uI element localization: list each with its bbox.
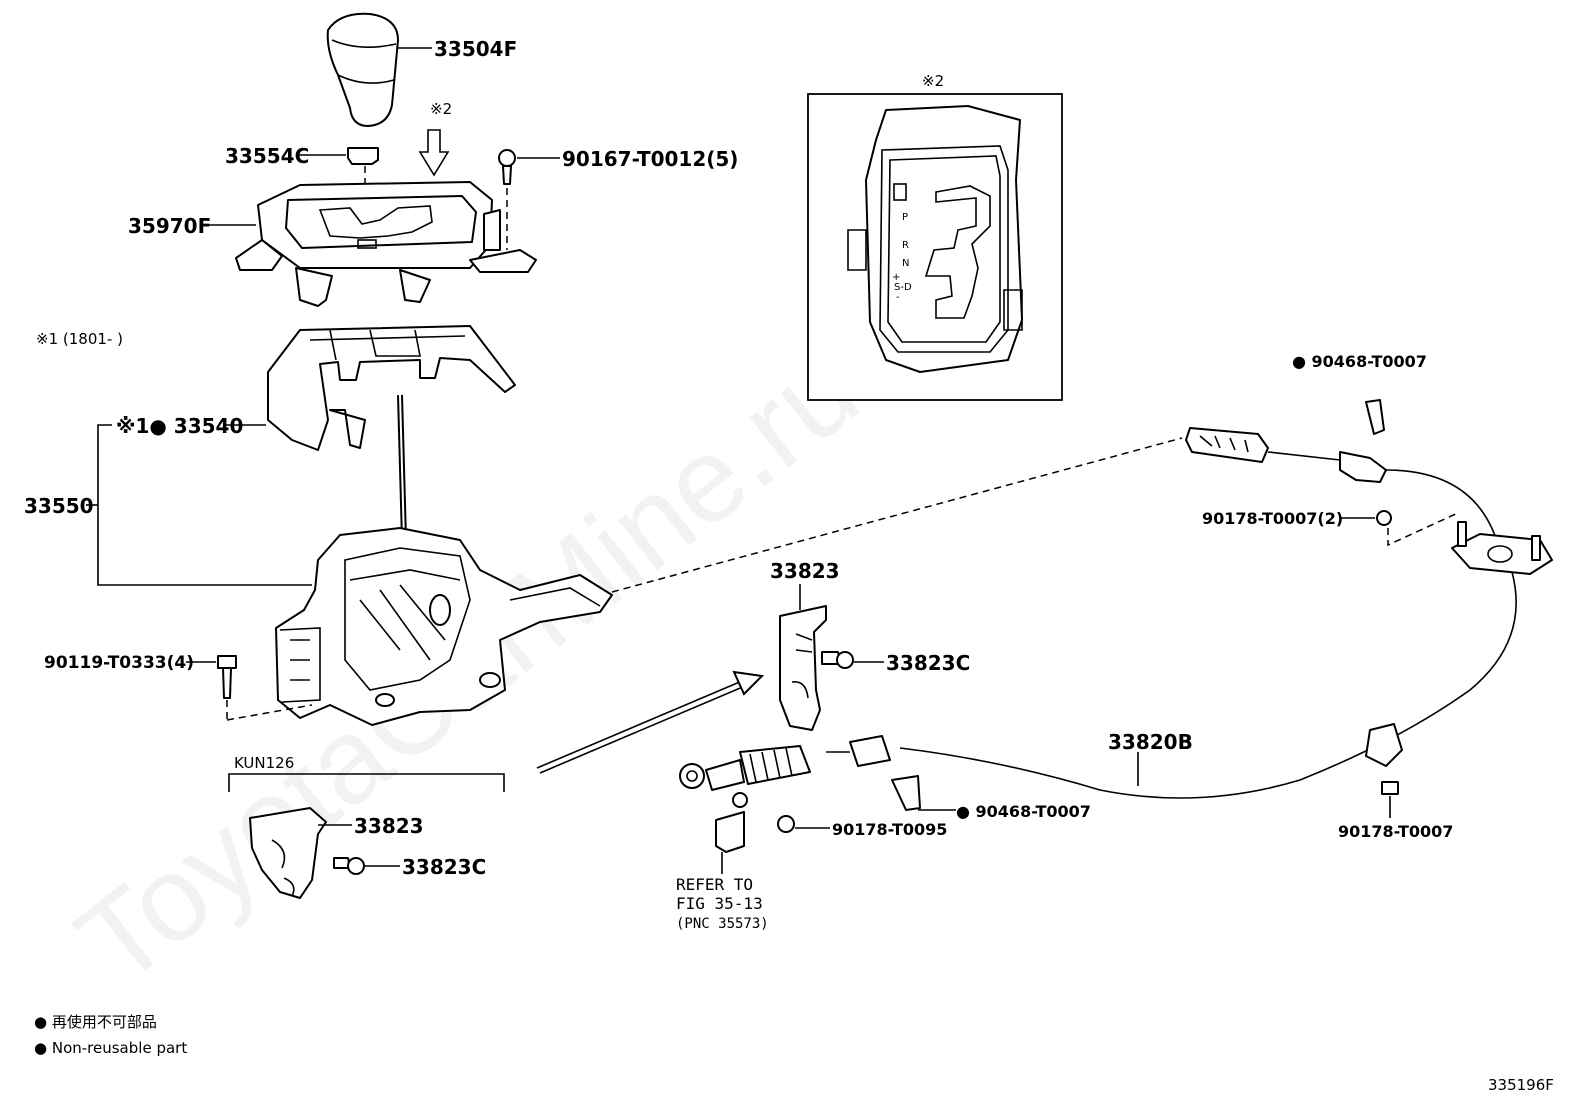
label-33504F: 33504F bbox=[434, 37, 517, 61]
shift-knob-33504F[interactable] bbox=[326, 12, 399, 127]
refer-line-1: REFER TO bbox=[676, 875, 753, 894]
view-arrow-marker: ※2 bbox=[430, 100, 452, 118]
label-33823C-low: 33823C bbox=[402, 855, 486, 879]
gate-SD: S-D bbox=[894, 282, 912, 293]
label-90178-right: 90178-T0007 bbox=[1338, 822, 1453, 841]
nut-90178-T0007[interactable] bbox=[1381, 781, 1399, 795]
view-arrow bbox=[418, 129, 450, 177]
label-33540: ※1● 33540 bbox=[116, 414, 243, 438]
label-33823-top: 33823 bbox=[770, 559, 840, 583]
gate-N: N bbox=[902, 258, 909, 269]
bolt-90119[interactable] bbox=[217, 655, 313, 721]
screw-33823C[interactable] bbox=[821, 651, 854, 669]
refer-line-3: (PNC 35573) bbox=[676, 916, 769, 932]
clip-90468-lower[interactable] bbox=[891, 775, 921, 811]
gate-R: R bbox=[902, 240, 909, 251]
bracket-33550 bbox=[97, 424, 312, 586]
label-90119: 90119-T0333(4) bbox=[44, 653, 194, 673]
label-33554C: 33554C bbox=[225, 144, 309, 168]
refer-line-2: FIG 35-13 bbox=[676, 894, 763, 913]
label-33550: 33550 bbox=[24, 494, 94, 518]
nut-90178-T0007-2[interactable] bbox=[1376, 510, 1461, 547]
nut-90178-T0095[interactable] bbox=[777, 815, 795, 833]
legend-jp: ● 再使用不可部品 bbox=[34, 1013, 157, 1031]
label-90178-T0095: 90178-T0095 bbox=[832, 820, 947, 839]
kun126-bracket bbox=[228, 773, 505, 792]
bracket-33823[interactable] bbox=[779, 605, 827, 731]
label-33823C-top: 33823C bbox=[886, 651, 970, 675]
screw-33823C-kun126[interactable] bbox=[333, 857, 365, 875]
cable-connection-line bbox=[611, 437, 1183, 593]
label-90178-2: 90178-T0007(2) bbox=[1202, 509, 1343, 528]
figure-code: 335196F bbox=[1488, 1076, 1554, 1094]
clip-90468-upper[interactable] bbox=[1365, 399, 1385, 435]
label-90167: 90167-T0012(5) bbox=[562, 147, 738, 171]
cable-bracket-ref[interactable] bbox=[715, 792, 748, 874]
label-33823-low: 33823 bbox=[354, 814, 424, 838]
label-33820B: 33820B bbox=[1108, 730, 1193, 754]
non-reusable-dot bbox=[1295, 357, 1305, 367]
label-90468-upper: ● 90468-T0007 bbox=[1292, 352, 1427, 371]
inset-marker: ※2 bbox=[922, 72, 944, 90]
kun126-label: KUN126 bbox=[234, 754, 294, 772]
legend-en: ● Non-reusable part bbox=[34, 1039, 187, 1057]
gate-P: P bbox=[902, 212, 908, 223]
position-indicator-35970F[interactable] bbox=[235, 181, 537, 307]
shift-lever-assembly[interactable] bbox=[275, 394, 613, 726]
bolt-90167[interactable] bbox=[498, 149, 516, 250]
gate-plus: + bbox=[892, 272, 900, 283]
direction-arrow bbox=[536, 670, 765, 774]
bracket-33823-kun126[interactable] bbox=[249, 807, 327, 899]
gate-minus: - bbox=[896, 292, 900, 303]
note1-range: ※1 (1801- ) bbox=[36, 330, 123, 348]
inset-gate-view bbox=[807, 93, 1063, 401]
cover-33540[interactable] bbox=[267, 325, 516, 451]
clip-33554C[interactable] bbox=[347, 147, 379, 205]
shift-cable-33820B[interactable] bbox=[679, 427, 1553, 799]
label-35970F: 35970F bbox=[128, 214, 211, 238]
label-90468-lower: ● 90468-T0007 bbox=[956, 802, 1091, 821]
